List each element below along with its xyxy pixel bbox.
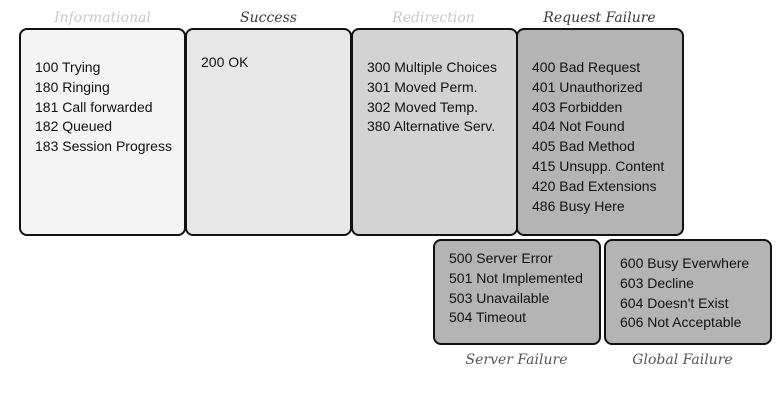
status-code-item: 404 Not Found: [532, 118, 625, 135]
global-failure-box: 600 Busy Everwhere 603 Decline 604 Doesn't…: [604, 239, 772, 345]
status-code-item: 486 Busy Here: [532, 197, 625, 214]
redirection-box: 300 Multiple Choices 301 Moved Perm. 302 M…: [351, 28, 518, 236]
global-failure-code-list: 600 Busy Everwhere 603 Decline 604 Doesn't…: [620, 254, 770, 333]
status-code-item: 415 Unsupp. Content: [532, 157, 665, 174]
status-code-item: 100 Trying: [35, 59, 101, 75]
label-informational: Informational: [54, 10, 151, 26]
status-code-item: 604 Doesn't Exist: [620, 294, 729, 311]
status-code-item: 401 Unauthorized: [532, 78, 643, 95]
status-code-item: 501 Not Implemented: [449, 269, 583, 286]
status-code-item: 300 Multiple Choices: [367, 59, 497, 75]
label-global-failure: Global Failure: [632, 352, 733, 368]
status-code-item: 403 Forbidden: [532, 98, 623, 115]
status-code-item: 182 Queued: [35, 118, 113, 135]
request-failure-box: 400 Bad Request 401 Unauthorized 403 Forbi…: [516, 28, 684, 236]
status-code-item: 405 Bad Method: [532, 138, 635, 155]
redirection-code-list: 300 Multiple Choices 301 Moved Perm. 302 M…: [367, 58, 516, 137]
request-failure-code-list: 400 Bad Request 401 Unauthorized 403 Forbi…: [532, 58, 682, 216]
status-code-item: 500 Server Error: [449, 250, 553, 266]
success-box: 200 OK: [185, 28, 352, 236]
status-code-item: 603 Decline: [620, 274, 694, 291]
success-code-list: 200 OK: [201, 53, 350, 73]
informational-box: 100 Trying 180 Ringing 181 Call forwarded 1…: [19, 28, 186, 236]
status-code-item: 301 Moved Perm.: [367, 78, 478, 95]
status-code-item: 180 Ringing: [35, 78, 110, 95]
label-server-failure: Server Failure: [465, 352, 568, 368]
status-code-item: 200 OK: [201, 54, 249, 70]
status-code-item: 183 Session Progress: [35, 138, 172, 155]
label-redirection: Redirection: [392, 10, 475, 26]
status-code-item: 504 Timeout: [449, 309, 527, 326]
server-failure-code-list: 500 Server Error 501 Not Implemented 503 U…: [449, 249, 599, 328]
server-failure-box: 500 Server Error 501 Not Implemented 503 U…: [433, 239, 601, 345]
status-code-item: 600 Busy Everwhere: [620, 255, 750, 271]
status-code-item: 380 Alternative Serv.: [367, 118, 496, 135]
label-success: Success: [240, 10, 297, 26]
status-code-item: 400 Bad Request: [532, 59, 641, 75]
status-code-item: 606 Not Acceptable: [620, 314, 742, 331]
informational-code-list: 100 Trying 180 Ringing 181 Call forwarded 1…: [35, 58, 184, 157]
status-code-item: 503 Unavailable: [449, 289, 550, 306]
status-code-item: 420 Bad Extensions: [532, 177, 657, 194]
status-code-item: 181 Call forwarded: [35, 98, 153, 115]
status-code-item: 302 Moved Temp.: [367, 98, 479, 115]
label-request-failure: Request Failure: [543, 10, 656, 26]
